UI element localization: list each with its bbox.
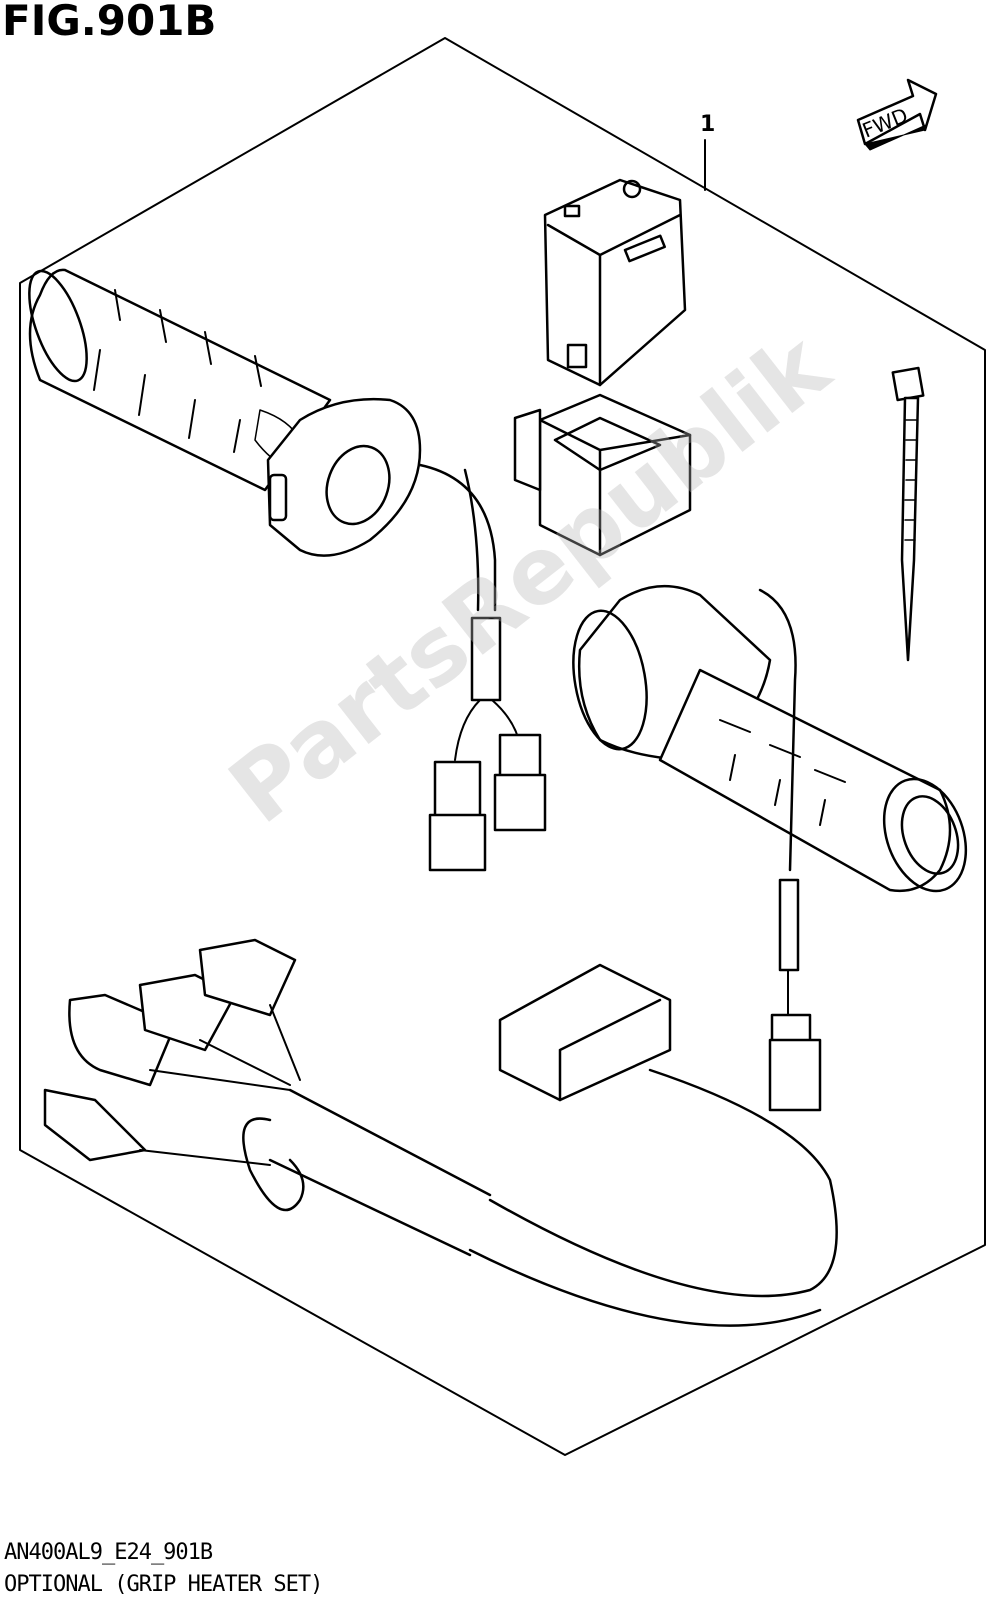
bracket-box (513, 393, 692, 557)
diagram-caption: OPTIONAL (GRIP HEATER SET) (4, 1572, 323, 1597)
wiring-harness (43, 938, 838, 1327)
left-heated-grip (28, 268, 547, 872)
connector-housing (543, 178, 687, 387)
diagram-code: AN400AL9_E24_901B (4, 1540, 213, 1565)
figure-title: FIG.901B (2, 0, 217, 45)
fwd-arrow-icon: FWD (856, 78, 938, 151)
part-number-label: 1 (700, 112, 716, 137)
fwd-label: FWD (859, 103, 911, 143)
right-heated-grip (572, 584, 968, 1112)
cable-tie (891, 366, 925, 662)
kit-boundary (19, 37, 986, 1456)
